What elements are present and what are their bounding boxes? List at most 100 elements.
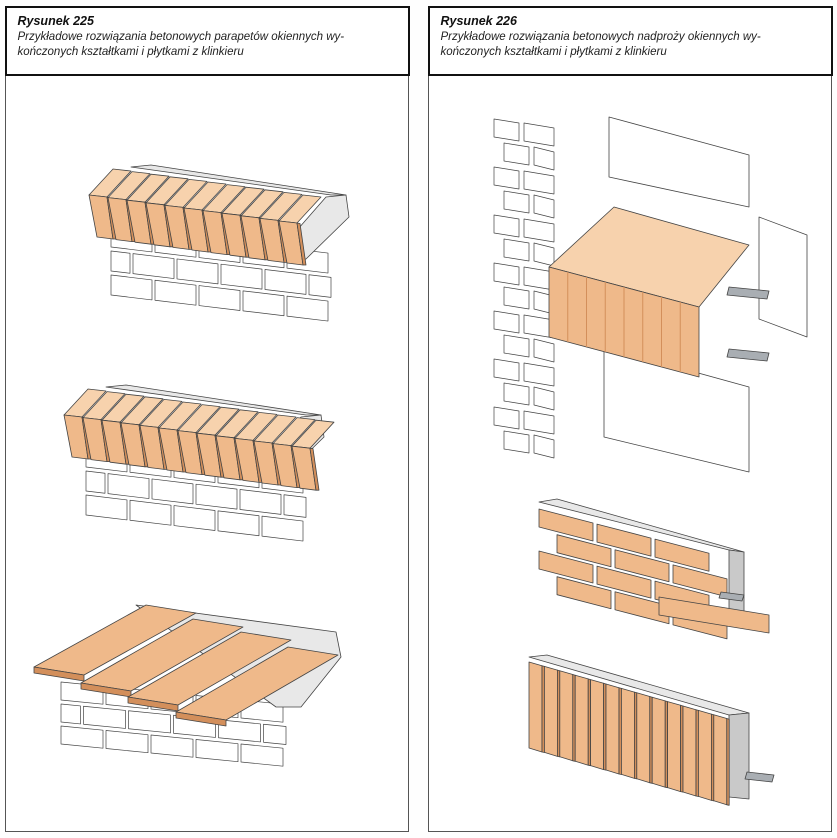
- clinker-slip: [614, 591, 670, 625]
- wall-brick: [242, 290, 285, 317]
- clinker-vertical-slip: [590, 679, 605, 770]
- clinker-bottom-slip: [658, 596, 770, 634]
- lintel-vertical-slips-drawing: [528, 654, 775, 806]
- wall-brick: [198, 285, 241, 311]
- pier-brick: [533, 434, 555, 459]
- wall-brick: [308, 274, 332, 298]
- pier-brick: [503, 238, 530, 262]
- clinker-slip: [596, 565, 652, 599]
- wall-brick: [105, 730, 149, 754]
- wall-brick: [217, 510, 260, 537]
- figure-226-panel: Rysunek 226 Przykładowe rozwiązania beto…: [427, 5, 833, 832]
- pier-brick: [503, 286, 530, 310]
- pier-brick: [523, 170, 555, 195]
- figure-225-caption-line-2: kończonych kształtkami i płytkami z klin…: [17, 45, 244, 58]
- clinker-vertical-slip: [636, 692, 651, 784]
- pier-brick: [493, 262, 520, 286]
- wall-brick: [195, 483, 238, 510]
- clinker-vertical-slip: [667, 701, 682, 792]
- pier-brick: [493, 118, 520, 142]
- pier-brick: [493, 214, 520, 238]
- pier-brick: [523, 410, 555, 435]
- wall-brick: [110, 274, 153, 301]
- window-frame-lower: [603, 346, 750, 473]
- pier-brick: [503, 334, 530, 358]
- pier-brick: [523, 122, 555, 147]
- concrete-lintel-end: [728, 712, 750, 800]
- clinker-vertical-slip: [559, 670, 574, 762]
- steel-anchor: [726, 286, 770, 300]
- wall-brick: [85, 470, 106, 494]
- pier-brick: [503, 190, 530, 214]
- clinker-vertical-slip: [605, 683, 620, 775]
- pier-brick: [503, 382, 530, 406]
- clinker-vertical-slip: [713, 714, 728, 806]
- clinker-vertical-slip: [528, 661, 543, 753]
- figure-225-panel: Rysunek 225 Przykładowe rozwiązania beto…: [4, 5, 410, 832]
- clinker-vertical-slip: [697, 710, 712, 801]
- wall-brick: [129, 499, 172, 526]
- wall-brick: [283, 494, 307, 518]
- figure-226-caption-line-1: Przykładowe rozwiązania betonowych nadpr…: [440, 30, 761, 43]
- lintel-in-wall-drawing: [493, 116, 808, 473]
- wall-brick: [195, 739, 239, 763]
- wall-brick: [83, 705, 126, 729]
- clinker-vertical-slip: [620, 688, 635, 779]
- wall-brick: [220, 263, 263, 290]
- pier-brick: [533, 386, 555, 411]
- parapet-angled-bricks-drawing: [88, 164, 350, 322]
- supporting-wall: [60, 681, 287, 767]
- figure-225-caption: Rysunek 225 Przykładowe rozwiązania beto…: [4, 5, 410, 76]
- figure-225-title: Rysunek 225: [17, 13, 94, 28]
- wall-brick: [218, 719, 261, 743]
- clinker-slip: [556, 534, 612, 568]
- pier-brick: [523, 362, 555, 387]
- wall-brick: [110, 250, 131, 274]
- pier-brick: [493, 310, 520, 334]
- clinker-slip: [596, 523, 652, 557]
- wall-brick: [151, 478, 194, 505]
- wall-brick: [60, 725, 104, 749]
- right-wall: [758, 216, 808, 338]
- clinker-side-face: [296, 222, 307, 266]
- parapet-angled-bricks-variant-drawing: [63, 384, 335, 542]
- clinker-slip: [538, 508, 594, 542]
- wall-brick: [173, 505, 216, 531]
- clinker-slip: [556, 576, 612, 610]
- wall-brick: [263, 723, 287, 745]
- wall-brick: [60, 703, 81, 725]
- pier-brick: [493, 358, 520, 382]
- steel-anchor: [718, 591, 745, 602]
- clinker-tile-edge: [175, 711, 227, 727]
- pier-brick: [493, 406, 520, 430]
- parapet-flat-tiles-drawing: [33, 604, 342, 767]
- clinker-vertical-slip: [682, 705, 697, 797]
- wall-brick: [240, 743, 284, 767]
- figure-225-caption-line-1: Przykładowe rozwiązania betonowych parap…: [17, 30, 345, 43]
- steel-anchor: [726, 348, 770, 362]
- concrete-sill-top: [105, 384, 322, 416]
- pier-brick: [533, 146, 555, 171]
- wall-brick: [176, 258, 219, 285]
- clinker-side-face: [309, 447, 320, 491]
- figure-226-title: Rysunek 226: [440, 13, 517, 28]
- lintel-brick-slips-drawing: [538, 498, 770, 640]
- figure-226-caption-line-2: kończonych kształtkami i płytkami z klin…: [440, 45, 667, 58]
- clinker-slip: [538, 550, 594, 584]
- concrete-sill-top: [130, 164, 347, 196]
- clinker-vertical-slip: [544, 666, 558, 757]
- window-frame-upper: [608, 116, 750, 208]
- wall-brick: [239, 489, 282, 515]
- clinker-slip: [654, 538, 710, 572]
- wall-brick: [264, 269, 307, 295]
- wall-brick: [107, 473, 150, 499]
- wall-brick: [286, 295, 329, 322]
- wall-brick: [85, 494, 128, 521]
- pier-brick: [533, 338, 555, 363]
- pier-brick: [503, 430, 530, 454]
- clinker-slip: [614, 549, 670, 583]
- steel-anchor: [744, 771, 775, 783]
- wall-brick: [261, 515, 304, 542]
- clinker-slip-joint: [726, 718, 730, 806]
- clinker-vertical-slip: [651, 696, 666, 788]
